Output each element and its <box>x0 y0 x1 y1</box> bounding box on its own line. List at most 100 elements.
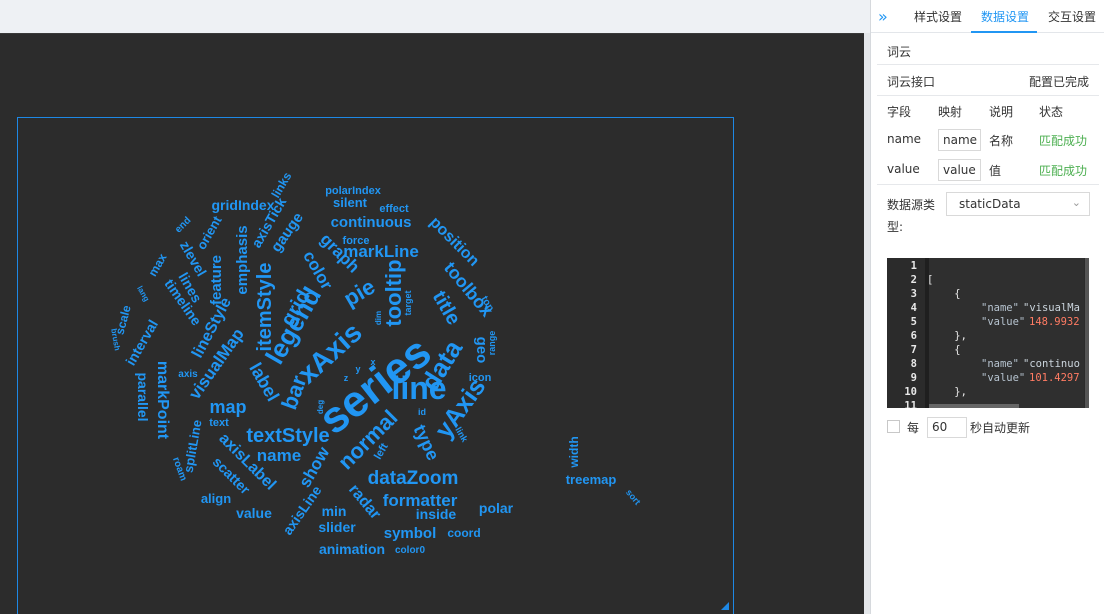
code-key: "value" <box>981 316 1026 328</box>
code-editor[interactable]: 1 2 3 4 5 6 7 8 9 10 11 [ { "name" "visu… <box>887 258 1089 408</box>
word-orient: orient <box>194 213 225 252</box>
settings-panel: » 样式设置 数据设置 交互设置 词云 词云接口 配置已完成 字段 映射 说明 … <box>870 0 1104 614</box>
code-string: "visualMa <box>1023 302 1080 314</box>
code-horizontal-scrollbar[interactable] <box>929 404 1019 408</box>
line-number: 8 <box>910 358 917 370</box>
word-polar: polar <box>479 500 514 516</box>
word-emphasis: emphasis <box>234 225 251 294</box>
mapping-input-value[interactable]: value <box>938 159 981 181</box>
word-dim: dim <box>374 311 383 325</box>
word-coord: coord <box>447 526 480 540</box>
word-gridIndex: gridIndex <box>211 197 274 213</box>
tab-style-settings[interactable]: 样式设置 <box>914 10 963 24</box>
canvas-toolbar-strip <box>0 0 870 33</box>
word-markLine: markLine <box>343 242 419 261</box>
code-line: [ <box>927 274 934 286</box>
word-text: text <box>209 417 229 429</box>
tab-data-settings[interactable]: 数据设置 <box>981 10 1030 24</box>
auto-update-seconds-input[interactable]: 60 <box>927 417 967 438</box>
word-z: z <box>344 373 349 383</box>
line-number: 5 <box>910 316 917 328</box>
code-key: "value" <box>981 372 1026 384</box>
word-max: max <box>145 251 169 279</box>
mapping-field-name: name <box>887 132 922 146</box>
header-map: 映射 <box>938 105 963 119</box>
word-axis: axis <box>178 369 198 380</box>
datasource-select[interactable]: staticData ⌄ <box>946 192 1090 216</box>
word-geo: geo <box>473 337 490 364</box>
word-value: value <box>236 505 272 521</box>
mapping-field-value: value <box>887 162 920 176</box>
editor-canvas[interactable]: series line xAxis legend data yAxis tool… <box>0 33 864 614</box>
line-number: 7 <box>910 344 917 356</box>
auto-update-checkbox[interactable] <box>887 420 900 433</box>
word-links: links <box>269 169 295 200</box>
word-force: force <box>343 235 370 247</box>
auto-update-prefix: 每 <box>907 421 920 435</box>
divider <box>877 184 1099 185</box>
header-status: 状态 <box>1039 105 1064 119</box>
mapping-status-name: 匹配成功 <box>1039 134 1088 148</box>
word-treemap: treemap <box>566 472 617 487</box>
word-pie: pie <box>339 274 379 312</box>
word-itemStyle: itemStyle <box>254 263 276 352</box>
line-number: 2 <box>910 274 917 286</box>
divider <box>877 95 1099 96</box>
word-id: id <box>418 407 426 417</box>
word-silent: silent <box>333 195 368 210</box>
active-tab-indicator <box>971 31 1037 33</box>
line-number: 9 <box>910 372 917 384</box>
word-formatter: formatter <box>383 491 458 510</box>
panel-tabs: » 样式设置 数据设置 交互设置 <box>871 0 1104 33</box>
panel-divider <box>864 33 870 614</box>
word-textStyle: textStyle <box>246 425 329 447</box>
code-key: "name" <box>981 358 1019 370</box>
tab-interaction-settings[interactable]: 交互设置 <box>1048 10 1097 24</box>
mapping-status-value: 匹配成功 <box>1039 164 1088 178</box>
code-string: "continuo <box>1023 358 1080 370</box>
word-slider: slider <box>318 519 356 535</box>
header-field: 字段 <box>887 105 912 119</box>
code-vertical-scrollbar[interactable] <box>1085 258 1089 408</box>
code-body[interactable]: [ { "name" "visualMa "value" 148.9932 },… <box>927 258 1084 408</box>
word-color0: color0 <box>395 545 425 556</box>
word-min: min <box>322 503 347 519</box>
interface-label: 词云接口 <box>887 75 936 89</box>
datasource-value: staticData <box>959 197 1021 211</box>
word-line: line <box>391 370 446 406</box>
line-number: 1 <box>910 260 917 272</box>
collapse-panel-icon[interactable]: » <box>878 7 888 26</box>
word-continuous: continuous <box>331 214 412 231</box>
gutter-border <box>925 258 929 408</box>
line-number: 3 <box>910 288 917 300</box>
word-animation: animation <box>319 541 385 557</box>
mapping-input-name[interactable]: name <box>938 129 981 151</box>
divider <box>877 64 1099 65</box>
auto-update-suffix: 秒自动更新 <box>970 421 1031 435</box>
resize-handle[interactable] <box>721 602 729 610</box>
word-width: width <box>567 436 581 468</box>
code-line: }, <box>929 330 967 342</box>
word-end: end <box>173 215 193 235</box>
word-target: target <box>403 290 413 315</box>
wordcloud-svg: series line xAxis legend data yAxis tool… <box>109 169 643 557</box>
mapping-desc-name: 名称 <box>989 134 1014 148</box>
header-desc: 说明 <box>989 105 1014 119</box>
word-title: title <box>428 287 465 329</box>
word-y: y <box>355 364 360 374</box>
word-feature: feature <box>208 255 225 305</box>
wordcloud-widget[interactable]: series line xAxis legend data yAxis tool… <box>17 117 734 614</box>
word-lang: lang <box>135 284 151 303</box>
line-number: 11 <box>904 400 917 408</box>
datasource-label: 数据源类 <box>887 198 936 212</box>
word-deg: deg <box>316 400 325 414</box>
line-gutter: 1 2 3 4 5 6 7 8 9 10 11 <box>887 258 923 408</box>
word-name: name <box>257 446 301 465</box>
word-sort: sort <box>624 487 643 506</box>
config-status: 配置已完成 <box>1029 75 1090 89</box>
word-label: label <box>245 359 283 405</box>
word-x: x <box>370 357 375 367</box>
code-line: { <box>929 344 961 356</box>
code-line: { <box>929 288 961 300</box>
